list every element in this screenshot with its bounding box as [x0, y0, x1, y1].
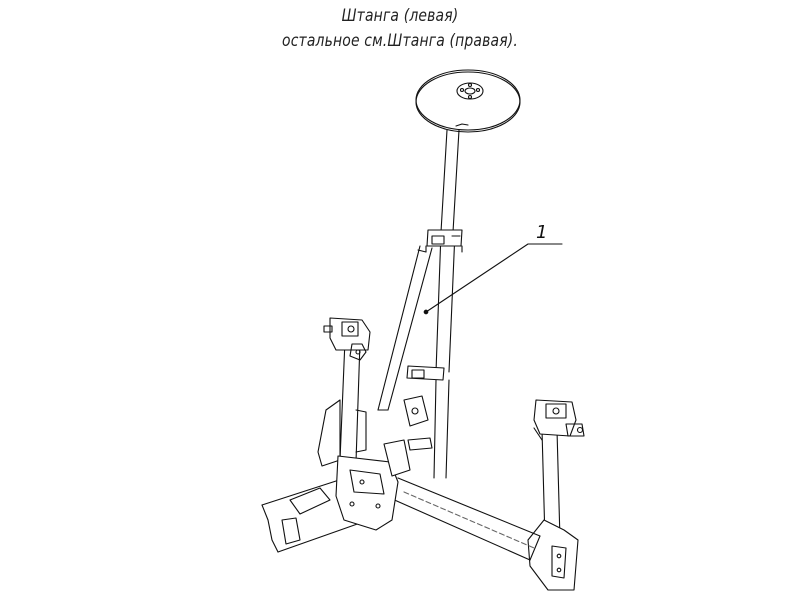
diagonal-brace: [377, 245, 433, 411]
callout-leader: [425, 243, 563, 313]
mounting-plate: [335, 395, 433, 531]
telescopic-rod: [406, 129, 463, 479]
drawing-subtitle: остальное см.Штанга (правая).: [282, 31, 518, 51]
right-upright: [527, 399, 585, 591]
marker-disc: [415, 69, 521, 133]
drawing-title: Штанга (левая): [341, 6, 459, 26]
left-upright: [317, 317, 371, 467]
callout-label-1: 1: [536, 222, 548, 243]
main-beam: [261, 469, 541, 561]
